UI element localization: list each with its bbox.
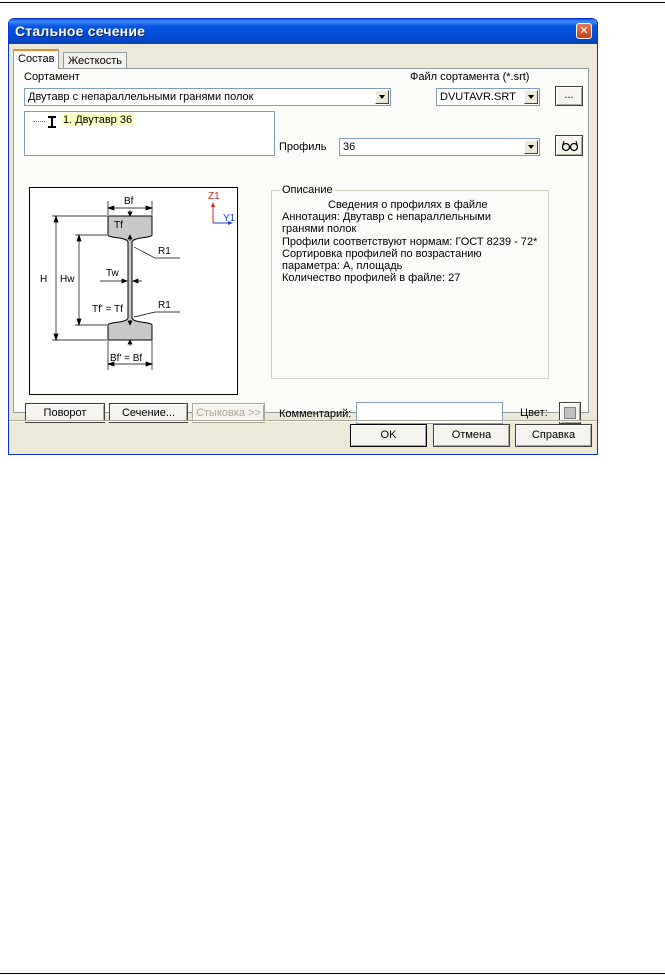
tab-panel-sostav: Сортамент Двутавр с непараллельными гран…	[13, 68, 589, 424]
docking-button-label: Стыковка >>	[196, 407, 261, 419]
tab-zhestkost-label: Жесткость	[68, 55, 123, 67]
chevron-down-icon[interactable]	[524, 90, 538, 104]
color-swatch	[564, 407, 576, 419]
dim-tf: Tf	[114, 220, 123, 231]
dim-tw: Tw	[106, 268, 120, 279]
footer-divider	[9, 420, 597, 422]
dim-bf2: Bf' = Bf	[110, 353, 142, 364]
chevron-down-icon[interactable]	[524, 140, 538, 154]
description-line: гранями полок	[282, 223, 357, 235]
description-heading: Сведения о профилях в файле	[328, 199, 488, 211]
description-group-title: Описание	[280, 184, 335, 196]
rotate-button-label: Поворот	[43, 407, 87, 419]
description-line: Сортировка профилей по возрастанию	[282, 248, 482, 260]
description-line: Количество профилей в файле: 27	[282, 272, 461, 284]
ok-button-label: OK	[380, 429, 397, 441]
sortament-file-select[interactable]: DVUTAVR.SRT	[436, 88, 540, 106]
steel-section-dialog: Стальное сечение ✕ Состав Жесткость Сорт…	[8, 18, 598, 455]
sortament-file-value: DVUTAVR.SRT	[440, 91, 516, 103]
sortament-select[interactable]: Двутавр с непараллельными гранями полок	[24, 88, 391, 106]
dim-hw: Hw	[60, 274, 75, 285]
i-beam-icon	[48, 116, 56, 128]
color-label: Цвет:	[520, 407, 548, 419]
browse-file-label: ...	[564, 89, 574, 101]
comment-input[interactable]	[356, 402, 503, 424]
tree-connector	[33, 121, 45, 122]
cancel-button[interactable]: Отмена	[433, 424, 510, 447]
chevron-down-icon[interactable]	[375, 90, 389, 104]
title-bar[interactable]: Стальное сечение ✕	[9, 19, 597, 44]
tab-sostav[interactable]: Состав	[13, 49, 60, 69]
i-beam-section-diagram: Z1 Y1 Bf Tf R1 H Hw Tw Tf' = Tf R1 Bf' =…	[40, 191, 236, 370]
color-picker-button[interactable]	[559, 402, 581, 424]
tab-zhestkost[interactable]: Жесткость	[63, 52, 128, 70]
tree-item-label: 1. Двутавр 36	[61, 114, 135, 126]
help-button[interactable]: Справка	[515, 424, 592, 447]
close-button[interactable]: ✕	[576, 23, 592, 39]
axis-z-arrow	[211, 202, 215, 207]
i-beam-shape	[107, 215, 153, 341]
dim-r1-top: R1	[158, 246, 171, 257]
axis-y-label: Y1	[223, 213, 236, 224]
sortament-value: Двутавр с непараллельными гранями полок	[28, 91, 254, 103]
profile-value: 36	[343, 141, 356, 153]
description-line: параметра: A, площадь	[282, 260, 403, 272]
sortament-file-label: Файл сортамента (*.srt)	[410, 71, 530, 83]
description-line: Аннотация: Двутавр с непараллельными	[282, 211, 491, 223]
profile-label: Профиль	[279, 141, 327, 153]
dim-tf2: Tf' = Tf	[92, 304, 123, 315]
window-title: Стальное сечение	[15, 23, 146, 39]
profile-select[interactable]: 36	[339, 138, 540, 156]
rotate-button[interactable]: Поворот	[25, 403, 105, 423]
description-group: Описание Сведения о профилях в файле Анн…	[271, 184, 549, 379]
tab-sostav-label: Состав	[18, 53, 55, 65]
view-profile-button[interactable]	[555, 135, 583, 156]
section-drawing: Z1 Y1 Bf Tf R1 H Hw Tw Tf' = Tf R1 Bf' =…	[29, 187, 238, 395]
section-button-label: Сечение...	[121, 407, 176, 419]
page-bottom-rule	[0, 973, 665, 974]
profile-tree[interactable]: 1. Двутавр 36	[24, 111, 275, 156]
docking-button[interactable]: Стыковка >>	[192, 403, 265, 423]
close-icon: ✕	[579, 25, 589, 37]
glasses-icon	[561, 140, 579, 152]
dim-bf: Bf	[124, 196, 134, 207]
browse-file-button[interactable]: ...	[555, 86, 583, 106]
help-button-label: Справка	[531, 429, 576, 441]
sortament-label: Сортамент	[24, 71, 80, 83]
axis-z-label: Z1	[208, 191, 220, 202]
description-line: Профили соответствуют нормам: ГОСТ 8239 …	[282, 236, 538, 248]
ok-button[interactable]: OK	[350, 424, 427, 447]
dim-r1-bottom: R1	[158, 300, 171, 311]
axis-y-arrow	[228, 221, 233, 225]
dim-h: H	[40, 274, 47, 285]
comment-label: Комментарий:	[279, 408, 352, 420]
section-button[interactable]: Сечение...	[109, 403, 188, 423]
cancel-button-label: Отмена	[451, 429, 492, 441]
page-top-rule	[0, 2, 665, 3]
